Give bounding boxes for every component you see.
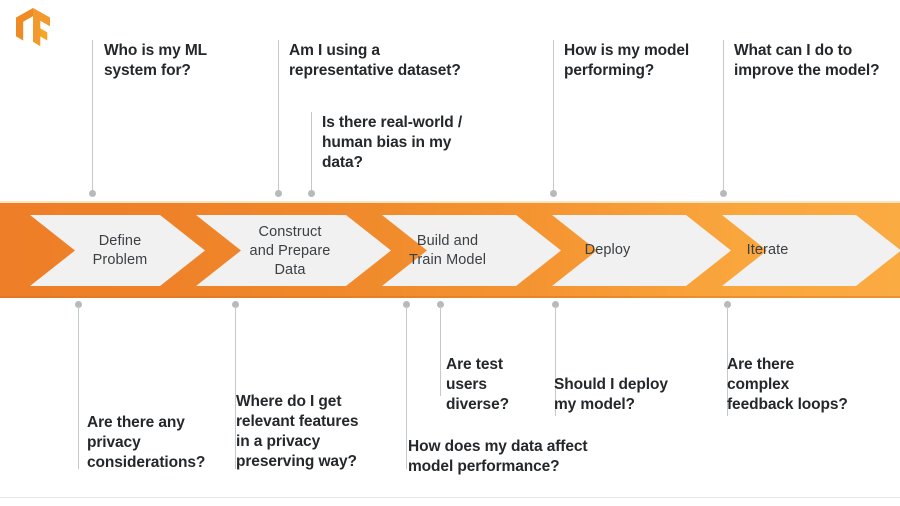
question-below-1: Are there any privacy considerations? <box>87 414 206 471</box>
tensorflow-logo <box>16 8 50 46</box>
connector-dot-bottom-5 <box>552 301 559 308</box>
connector-line-bottom-1 <box>78 306 79 469</box>
stage-label-iterate[interactable]: Iterate <box>746 242 789 258</box>
question-below-2: Where do I get relevant features in a pr… <box>236 393 359 470</box>
pipeline-chevrons <box>30 215 900 286</box>
band-top-edge <box>0 201 900 203</box>
question-above-1: Who is my ML system for? <box>104 42 207 79</box>
chevron-shape-iterate <box>722 215 900 286</box>
connector-line-top-2 <box>278 40 279 192</box>
chevron-shape-build-and-train-model <box>382 215 561 286</box>
connector-dot-top-4 <box>550 190 557 197</box>
question-above-5: What can I do to improve the model? <box>734 42 880 79</box>
connector-line-bottom-6 <box>727 306 728 416</box>
question-above-4: How is my model performing? <box>564 42 690 79</box>
question-below-3: How does my data affect model performanc… <box>408 438 588 475</box>
connector-line-bottom-5 <box>555 306 556 416</box>
question-above-2: Am I using a representative dataset? <box>289 42 461 79</box>
stage-label-deploy[interactable]: Deploy <box>584 242 631 258</box>
connector-line-bottom-4 <box>440 306 441 396</box>
connector-line-top-5 <box>723 40 724 192</box>
connector-line-bottom-3 <box>406 306 407 469</box>
connector-line-bottom-2 <box>235 306 236 469</box>
question-below-4: Are test users diverse? <box>446 356 509 413</box>
connector-dot-top-5 <box>720 190 727 197</box>
connector-dot-bottom-1 <box>75 301 82 308</box>
connector-dot-top-2 <box>275 190 282 197</box>
connector-line-top-1 <box>92 40 93 192</box>
connector-dot-bottom-4 <box>437 301 444 308</box>
footer-divider <box>0 497 900 498</box>
question-above-3: Is there real-world / human bias in my d… <box>322 114 463 171</box>
chevron-shape-construct-and-prepare-data <box>196 215 391 286</box>
question-below-6: Are there complex feedback loops? <box>727 356 848 413</box>
connector-dot-bottom-2 <box>232 301 239 308</box>
chevron-shape-deploy <box>552 215 731 286</box>
connector-line-top-3 <box>311 112 312 192</box>
connector-line-top-4 <box>553 40 554 192</box>
stage-label-construct-and-prepare-data[interactable]: Construct and Prepare Data <box>249 224 331 278</box>
chevron-shape-define-problem <box>30 215 205 286</box>
stage-label-build-and-train-model[interactable]: Build and Train Model <box>408 233 487 268</box>
connector-dot-bottom-3 <box>403 301 410 308</box>
connector-dot-top-1 <box>89 190 96 197</box>
connector-dot-top-3 <box>308 190 315 197</box>
question-below-5: Should I deploy my model? <box>554 376 668 413</box>
stage-label-define-problem[interactable]: Define Problem <box>92 233 148 268</box>
band-bottom-edge <box>0 296 900 298</box>
connector-dot-bottom-6 <box>724 301 731 308</box>
